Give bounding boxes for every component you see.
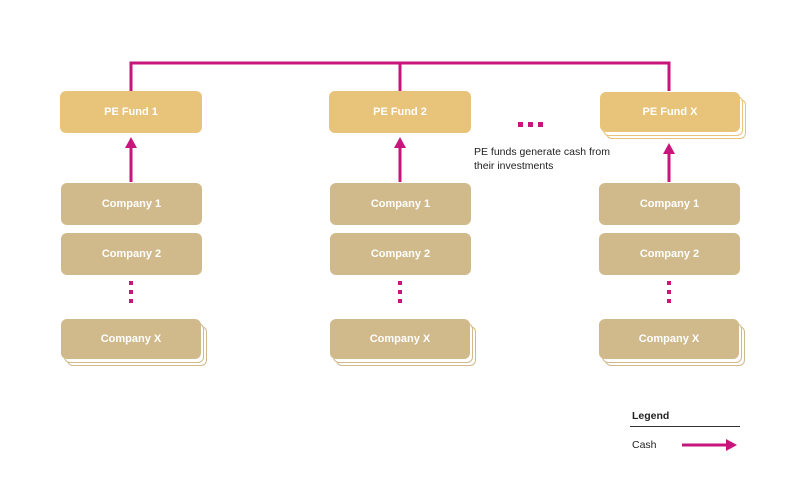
company-label: Company 1	[639, 198, 700, 210]
vertical-ellipsis	[398, 281, 402, 308]
company-box-1: Company 1	[61, 183, 202, 225]
cash-generation-note: PE funds generate cash from their invest…	[474, 146, 610, 172]
legend-title: Legend	[632, 410, 670, 422]
fund-label: PE Fund 2	[373, 106, 427, 118]
company-label: Company 2	[370, 248, 431, 260]
company-label: Company 1	[370, 198, 431, 210]
fund-label: PE Fund X	[642, 106, 698, 118]
company-label: Company 2	[639, 248, 700, 260]
company-box-x: Company X	[61, 319, 201, 359]
legend-cash-label: Cash	[632, 439, 657, 451]
cash-arrowhead-fund-1	[125, 137, 137, 148]
company-label: Company X	[638, 333, 700, 345]
legend-divider	[630, 426, 740, 427]
company-label: Company 1	[101, 198, 162, 210]
company-box-2: Company 2	[330, 233, 471, 275]
cash-arrowhead-fund-x	[663, 143, 675, 154]
company-box-1: Company 1	[599, 183, 740, 225]
fund-box-x: PE Fund X	[600, 92, 740, 132]
company-box-x: Company X	[599, 319, 739, 359]
fund-label: PE Fund 1	[104, 106, 158, 118]
cash-arrowhead-fund-2	[394, 137, 406, 148]
company-box-2: Company 2	[61, 233, 202, 275]
horizontal-ellipsis	[518, 122, 543, 127]
company-box-1: Company 1	[330, 183, 471, 225]
fund-box-1: PE Fund 1	[60, 91, 202, 133]
company-box-2: Company 2	[599, 233, 740, 275]
company-label: Company X	[100, 333, 162, 345]
company-label: Company X	[369, 333, 431, 345]
legend-cash-arrowhead	[726, 439, 737, 451]
fund-box-2: PE Fund 2	[329, 91, 471, 133]
company-box-x: Company X	[330, 319, 470, 359]
vertical-ellipsis	[129, 281, 133, 308]
vertical-ellipsis	[667, 281, 671, 308]
company-label: Company 2	[101, 248, 162, 260]
